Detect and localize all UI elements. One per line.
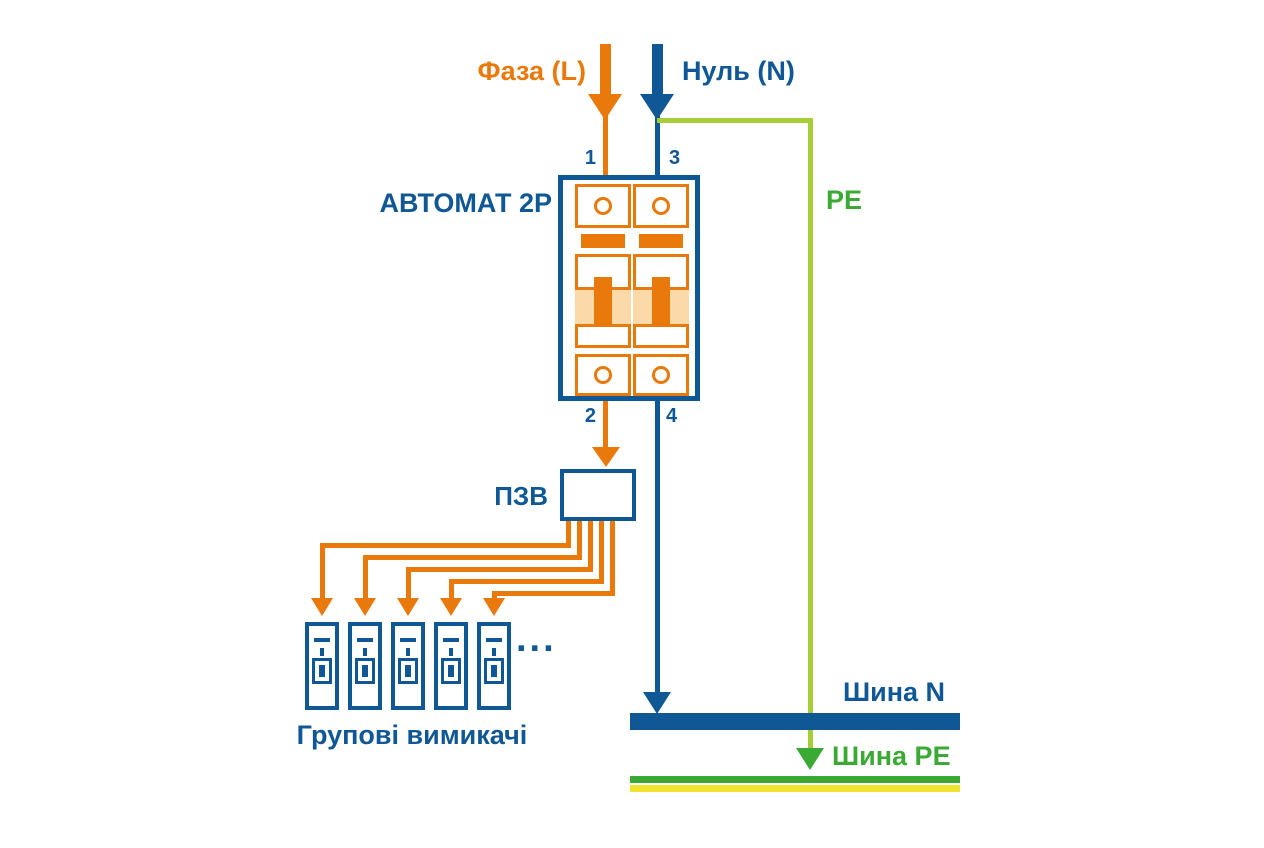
toggle-handle — [491, 665, 497, 677]
distribution-wire-3 — [406, 567, 411, 603]
group-breaker-3 — [391, 622, 425, 710]
bus-pe-label: Шина PE — [832, 741, 951, 771]
breaker-terminal — [575, 184, 631, 228]
breaker-stub — [492, 648, 496, 656]
breaker-toggle — [312, 658, 332, 684]
toggle-handle — [362, 665, 368, 677]
screw-icon — [652, 197, 670, 215]
breaker-pole-2 — [633, 180, 689, 396]
bus-pe-bar-yellow — [630, 785, 960, 792]
ellipsis: ... — [516, 618, 557, 660]
phase-label: Фаза (L) — [477, 56, 586, 86]
breaker-toggle — [355, 658, 375, 684]
distribution-arrowhead-icon — [354, 598, 376, 616]
group-breaker-2 — [348, 622, 382, 710]
group-breaker-1 — [305, 622, 339, 710]
distribution-wire-2 — [363, 555, 582, 560]
breaker-body — [633, 254, 689, 348]
terminal-2-label: 2 — [584, 405, 596, 427]
breaker-pole-1 — [575, 180, 631, 396]
pe-bus-arrowhead-icon — [796, 748, 824, 770]
breaker-terminal — [633, 354, 689, 396]
breaker-toggle — [484, 658, 504, 684]
breaker-slot — [314, 638, 330, 642]
phase-arrow-shaft — [600, 44, 611, 98]
breaker-slot — [443, 638, 459, 642]
breaker-stub — [406, 648, 410, 656]
group-breaker-5 — [477, 622, 511, 710]
breaker-body — [575, 254, 631, 348]
breaker-stub — [449, 648, 453, 656]
distribution-wire-2 — [363, 555, 368, 603]
breaker-slot — [486, 638, 502, 642]
breaker-stub — [363, 648, 367, 656]
pe-wire-vertical — [808, 118, 813, 752]
distribution-wire-1 — [320, 543, 571, 548]
bus-n-label: Шина N — [843, 677, 946, 707]
breaker-slot — [400, 638, 416, 642]
breaker-terminal — [633, 184, 689, 228]
breaker-toggle — [441, 658, 461, 684]
distribution-arrowhead-icon — [483, 598, 505, 616]
rcd-label: ПЗВ — [494, 481, 548, 511]
distribution-wire-1 — [566, 521, 571, 548]
breaker-label: АВТОМАТ 2P — [379, 188, 552, 218]
neutral-wire — [655, 112, 660, 175]
group-breakers-label: Групові вимикачі — [296, 720, 528, 750]
rcd-feed-wire — [603, 401, 608, 449]
distribution-arrowhead-icon — [311, 598, 333, 616]
distribution-wire-3 — [406, 567, 593, 572]
toggle-handle — [405, 665, 411, 677]
rcd-feed-arrowhead-icon — [592, 447, 620, 467]
distribution-wire-5 — [610, 521, 615, 596]
distribution-wire-4 — [449, 579, 454, 603]
breaker-toggle — [652, 277, 670, 325]
breaker-toggle — [594, 277, 612, 325]
distribution-wire-2 — [577, 521, 582, 560]
breaker-toggle — [398, 658, 418, 684]
neutral-label: Нуль (N) — [682, 56, 795, 86]
distribution-arrowhead-icon — [397, 598, 419, 616]
distribution-wire-4 — [599, 521, 604, 584]
terminal-3-label: 3 — [669, 147, 681, 169]
distribution-wire-3 — [588, 521, 593, 572]
toggle-handle — [319, 665, 325, 677]
n-bus-wire — [655, 401, 660, 694]
pe-label: PE — [826, 185, 863, 215]
bus-pe-bar-green — [630, 776, 960, 783]
breaker-stub — [320, 648, 324, 656]
group-breaker-4 — [434, 622, 468, 710]
screw-icon — [594, 197, 612, 215]
distribution-wire-4 — [449, 579, 604, 584]
breaker-terminal — [575, 354, 631, 396]
distribution-wire-5 — [492, 591, 615, 596]
breaker-window — [581, 234, 625, 248]
breaker-slot — [357, 638, 373, 642]
screw-icon — [594, 366, 612, 384]
breaker-window — [639, 234, 683, 248]
breaker-2p — [558, 175, 700, 401]
distribution-wire-5 — [492, 591, 497, 603]
terminal-4-label: 4 — [666, 405, 678, 427]
pe-wire-horizontal — [657, 118, 813, 123]
distribution-wire-1 — [320, 543, 325, 603]
toggle-handle — [448, 665, 454, 677]
bus-n-bar — [630, 713, 960, 730]
n-bus-arrowhead-icon — [643, 692, 671, 714]
neutral-arrow-shaft — [652, 44, 663, 98]
screw-icon — [652, 366, 670, 384]
distribution-arrowhead-icon — [440, 598, 462, 616]
terminal-1-label: 1 — [584, 147, 596, 169]
rcd-box — [560, 469, 636, 521]
phase-wire — [603, 112, 608, 175]
